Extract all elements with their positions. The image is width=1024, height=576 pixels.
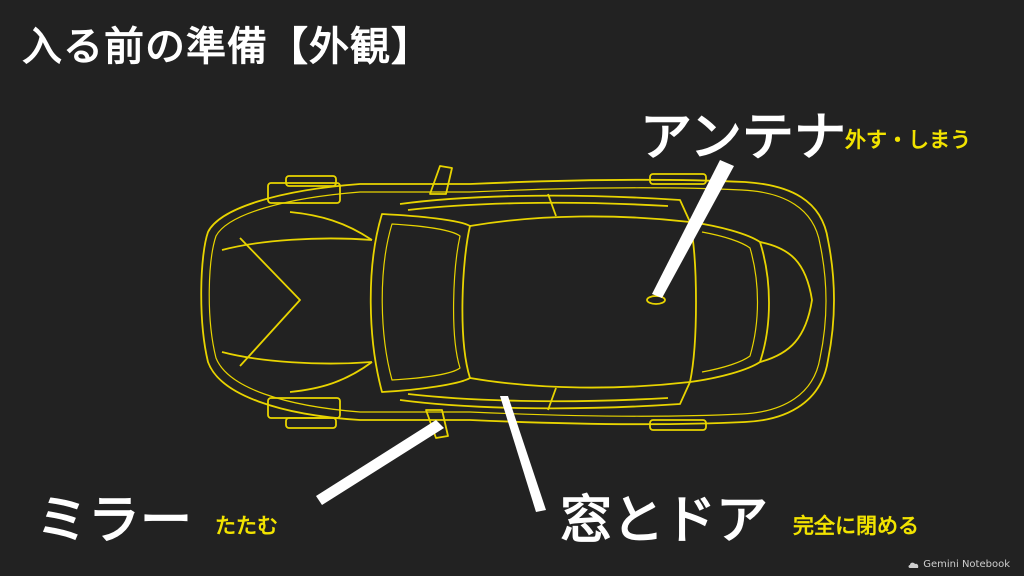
watermark-text: Gemini Notebook	[923, 559, 1010, 570]
page-title: 入る前の準備【外観】	[22, 24, 432, 70]
window-door-label: 窓とドア	[560, 491, 769, 551]
mirror-label: ミラー	[36, 491, 193, 551]
cloud-logo-icon	[908, 562, 919, 568]
watermark: Gemini Notebook	[908, 559, 1010, 570]
window-door-action: 完全に閉める	[793, 514, 919, 538]
mirror-action: たたむ	[215, 514, 278, 538]
antenna-label: アンテナ	[640, 108, 846, 168]
antenna-action: 外す・しまう	[845, 128, 971, 152]
